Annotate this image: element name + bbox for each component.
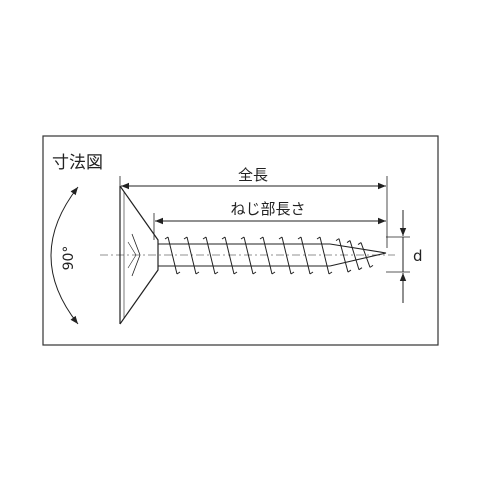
- extension-lines: [119, 176, 410, 273]
- thread-crest: [349, 240, 360, 270]
- thread-edge: [164, 236, 181, 275]
- thread-crest: [224, 236, 235, 275]
- thread-crest: [300, 236, 311, 275]
- thread-crest: [262, 236, 273, 275]
- thread-crest: [186, 236, 197, 275]
- thread-edge: [357, 242, 374, 268]
- diameter-label: d: [413, 247, 423, 265]
- total-length-label: 全長: [238, 166, 268, 184]
- thread-edge: [183, 236, 200, 275]
- thread-crest: [243, 236, 254, 275]
- thread-edge: [346, 240, 363, 271]
- thread-edge: [278, 236, 295, 275]
- thread-edge: [221, 236, 238, 275]
- thread-edge: [316, 236, 333, 275]
- thread-edge: [335, 238, 352, 273]
- thread-crest: [360, 242, 371, 268]
- thread-crest: [167, 236, 178, 275]
- diagram-frame: [42, 135, 439, 346]
- angle-arc: [50, 186, 79, 325]
- angle-label: 90°: [61, 246, 77, 271]
- thread-crest: [205, 236, 216, 275]
- thread-crest: [338, 238, 349, 273]
- screw-head: [119, 185, 159, 325]
- thread-crest: [281, 236, 292, 275]
- thread-length-label: ねじ部長さ: [230, 200, 305, 218]
- thread-crest: [319, 236, 330, 275]
- thread-edge: [240, 236, 257, 275]
- screw-threads: [164, 236, 374, 275]
- diagram-title: 寸法図: [52, 153, 103, 173]
- screw-shank: [158, 243, 387, 267]
- thread-edge: [259, 236, 276, 275]
- thread-edge: [202, 236, 219, 275]
- thread-edge: [297, 236, 314, 275]
